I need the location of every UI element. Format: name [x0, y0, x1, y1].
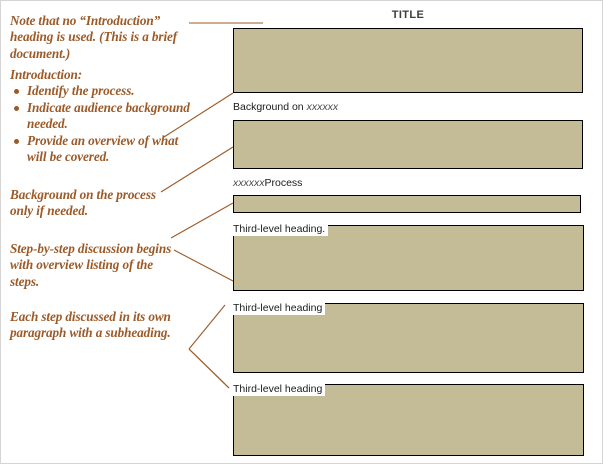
heading-third-level-2: Third-level heading — [231, 301, 326, 315]
intro-body-block — [233, 28, 583, 93]
annotation-each-step: Each step discussed in its own paragraph… — [10, 309, 215, 342]
annotation-introduction-bullet-list: Identify the process. Indicate audience … — [10, 83, 200, 165]
annotation-steps-line-1: Step-by-step discussion begins — [10, 241, 172, 256]
annotation-steps-line-3: steps. — [10, 273, 40, 289]
heading-process-placeholder: xxxxxx — [233, 177, 265, 189]
connector-branch-to-step3 — [188, 348, 230, 389]
annotation-introduction-bullet-2-label: Indicate audience background needed. — [27, 99, 190, 132]
annotation-steps-line-2: with overview listing of the — [10, 257, 153, 273]
process-body-block — [233, 195, 581, 213]
heading-third-level-3-label: Third-level heading — [233, 383, 323, 395]
annotation-steps: Step-by-step discussion begins with over… — [10, 241, 210, 290]
step-1-body-block — [233, 225, 584, 291]
step-3-body-block — [233, 384, 584, 456]
bullet-dot-icon — [14, 138, 19, 144]
annotation-introduction-bullet-1-label: Identify the process. — [27, 83, 135, 99]
heading-process-suffix: Process — [264, 177, 303, 189]
annotation-note-line-1: Note that no “Introduction” — [10, 13, 161, 28]
annotation-background: Background on the process only if needed… — [10, 187, 200, 220]
annotation-background-line-2: only if needed. — [10, 203, 88, 219]
annotation-introduction-bullet-2: Indicate audience background needed. — [14, 99, 200, 133]
annotation-note-line-3: document.) — [10, 45, 71, 61]
bullet-dot-icon — [14, 105, 19, 111]
annotation-each-step-line-1: Each step discussed in its own — [10, 309, 171, 324]
heading-third-level-2-label: Third-level heading — [233, 302, 323, 314]
heading-background-on-prefix: Background on — [233, 101, 307, 113]
heading-background-on-placeholder: xxxxxx — [306, 101, 339, 113]
bullet-dot-icon — [14, 89, 19, 95]
connector-branch-to-step2 — [188, 348, 230, 389]
heading-background-on: Background on xxxxxx — [233, 101, 338, 114]
heading-third-level-1: Third-level heading. — [231, 222, 329, 236]
annotation-introduction-heading: Introduction: — [10, 67, 82, 82]
background-body-block — [233, 120, 583, 169]
annotation-introduction: Introduction: Identify the process. Indi… — [10, 67, 200, 165]
annotation-introduction-bullet-3: Provide an overview of what will be cove… — [14, 132, 200, 166]
annotation-background-line-1: Background on the process — [10, 187, 156, 202]
annotation-introduction-bullet-1: Identify the process. — [14, 83, 200, 99]
document-title: TITLE — [391, 9, 425, 21]
heading-third-level-3: Third-level heading — [231, 382, 326, 396]
annotation-each-step-line-2: paragraph with a subheading. — [10, 325, 171, 341]
heading-process: xxxxxxProcess — [233, 177, 302, 190]
annotation-introduction-bullet-3-label: Provide an overview of what will be cove… — [27, 132, 179, 165]
heading-third-level-1-label: Third-level heading. — [233, 223, 326, 235]
annotation-note: Note that no “Introduction” heading is u… — [10, 13, 200, 62]
annotation-note-line-2: heading is used. (This is a brief — [10, 29, 178, 45]
